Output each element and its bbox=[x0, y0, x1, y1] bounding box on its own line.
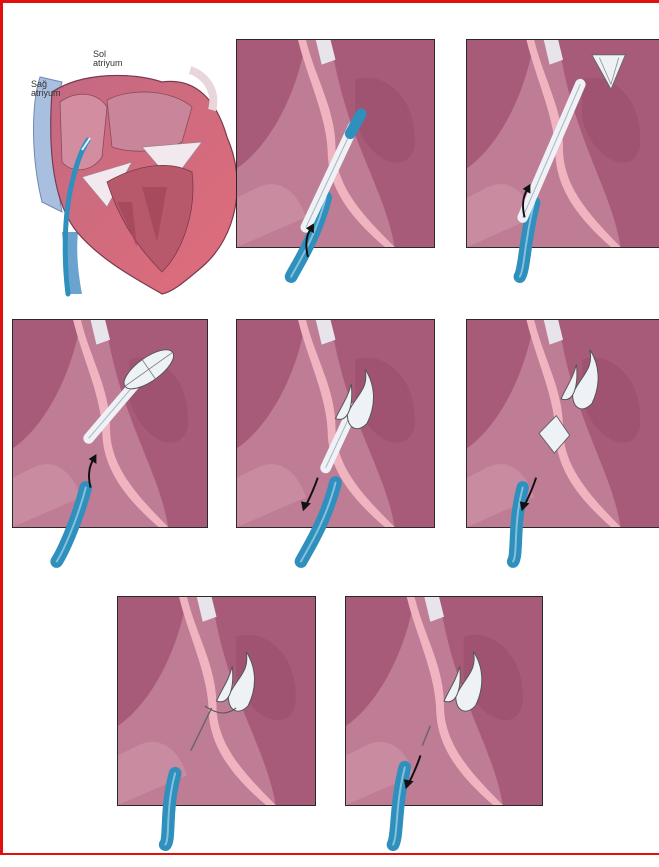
step-panel-7 bbox=[345, 596, 543, 806]
step-panel-3 bbox=[12, 319, 208, 528]
atrium-background bbox=[237, 40, 434, 247]
atrium-background bbox=[13, 320, 207, 527]
atrium-background bbox=[467, 320, 659, 527]
step-panel-2 bbox=[466, 39, 659, 248]
atrium-background bbox=[346, 597, 542, 805]
step-panel-6 bbox=[117, 596, 316, 806]
atrium-background bbox=[237, 320, 434, 527]
atrium-background bbox=[118, 597, 315, 805]
step-panel-4 bbox=[236, 319, 435, 528]
atrium-background bbox=[467, 40, 659, 247]
step-panel-1 bbox=[236, 39, 435, 248]
left-atrium-label: Sol atriyum bbox=[93, 50, 137, 68]
step-panel-5 bbox=[466, 319, 659, 528]
right-atrium-label: Sağ atriyum bbox=[31, 80, 75, 98]
